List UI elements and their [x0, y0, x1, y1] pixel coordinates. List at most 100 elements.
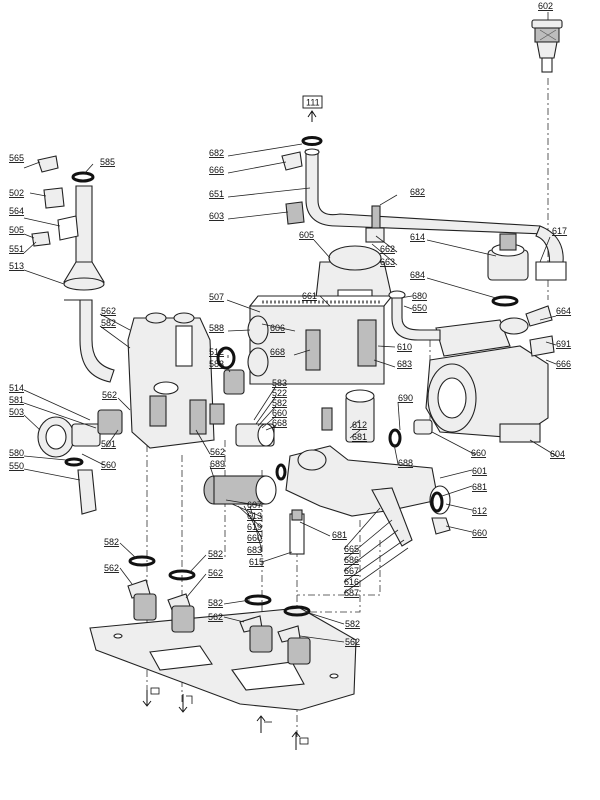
callout-688: 688 — [398, 458, 413, 468]
callout-582-mid: 582 — [272, 398, 287, 408]
callout-580: 580 — [9, 448, 24, 458]
sensor-602 — [531, 19, 563, 73]
callout-686: 686 — [344, 555, 359, 565]
callout-691: 691 — [556, 339, 571, 349]
callout-616: 616 — [344, 577, 359, 587]
callout-582-b1: 582 — [104, 537, 119, 547]
gas-valve-614 — [487, 233, 529, 307]
callout-582-b2: 582 — [208, 549, 223, 559]
mounting-plate — [89, 607, 357, 711]
callout-582-left: 582 — [101, 318, 116, 328]
callout-660-cluster: 660 — [247, 533, 262, 543]
callout-660-right: 660 — [471, 448, 486, 458]
callout-502: 502 — [9, 188, 24, 198]
callout-550: 550 — [9, 461, 24, 471]
callout-689: 689 — [210, 459, 225, 469]
callout-513: 513 — [9, 261, 24, 271]
fan-605 — [315, 245, 393, 303]
callout-668-mid: 668 — [272, 418, 287, 428]
callout-501: 501 — [101, 439, 116, 449]
callout-562-mid: 562 — [102, 390, 117, 400]
callout-667: 667 — [344, 566, 359, 576]
callout-583-top: 583 — [209, 359, 224, 369]
callout-583-mid: 583 — [272, 378, 287, 388]
callout-619: 619 — [247, 522, 262, 532]
filter-689 — [203, 463, 287, 505]
bypass-650 — [388, 290, 441, 341]
callout-612-mid: 612 — [352, 420, 367, 430]
leader-lines — [23, 12, 559, 643]
callout-681-low: 681 — [332, 530, 347, 540]
clips-666-603 — [281, 151, 305, 225]
hydraulic-block-left — [127, 312, 215, 449]
callout-562-low: 562 — [210, 447, 225, 457]
callout-560: 560 — [101, 460, 116, 470]
callout-662: 662 — [380, 244, 395, 254]
callout-582-b4: 582 — [345, 619, 360, 629]
callout-613: 613 — [247, 511, 262, 521]
callout-603: 603 — [209, 211, 224, 221]
reference-box-label: 111 — [306, 98, 320, 108]
callout-582-b3: 582 — [208, 598, 223, 608]
callout-666-top: 666 — [209, 165, 224, 175]
callout-503: 503 — [9, 407, 24, 417]
callout-562-b4: 562 — [345, 637, 360, 647]
bottom-valves — [127, 555, 311, 665]
callout-664: 664 — [556, 306, 571, 316]
callout-684: 684 — [410, 270, 425, 280]
callout-660-low: 660 — [472, 528, 487, 538]
callout-606: 606 — [270, 323, 285, 333]
callout-607: 607 — [247, 500, 262, 510]
callout-668-top: 668 — [270, 347, 285, 357]
callout-666-right: 666 — [556, 359, 571, 369]
callout-650: 650 — [412, 303, 427, 313]
callout-663: 663 — [380, 257, 395, 267]
callout-522: 522 — [272, 388, 287, 398]
callout-562-b1: 562 — [104, 563, 119, 573]
callout-683-right: 683 — [397, 359, 412, 369]
callout-665: 665 — [344, 544, 359, 554]
callout-588: 588 — [209, 323, 224, 333]
callout-564: 564 — [9, 206, 24, 216]
pump-604 — [425, 317, 549, 443]
callout-651: 651 — [209, 189, 224, 199]
flow-symbols — [142, 687, 309, 750]
left-clips — [31, 155, 79, 247]
callout-562-left: 562 — [101, 306, 116, 316]
callout-507: 507 — [209, 292, 224, 302]
heat-exchanger-606 — [247, 295, 394, 385]
callout-612-right: 612 — [472, 506, 487, 516]
callout-610: 610 — [397, 342, 412, 352]
callout-681-right: 681 — [472, 482, 487, 492]
callout-585: 585 — [100, 157, 115, 167]
callout-604: 604 — [550, 449, 565, 459]
callout-614: 614 — [410, 232, 425, 242]
callout-680: 680 — [412, 291, 427, 301]
callout-617: 617 — [552, 226, 567, 236]
callout-514: 514 — [9, 383, 24, 393]
callout-562-b3: 562 — [208, 612, 223, 622]
left-connectors — [37, 409, 123, 515]
callout-labels: 602 682 666 651 682 603 605 614 662 663 … — [9, 1, 571, 647]
callout-682-top: 682 — [209, 148, 224, 158]
callout-512: 512 — [209, 347, 224, 357]
right-fittings — [357, 305, 555, 535]
callout-682-right: 682 — [410, 187, 425, 197]
callout-505: 505 — [9, 225, 24, 235]
callout-601: 601 — [472, 466, 487, 476]
middle-connectors — [209, 346, 275, 447]
callout-690: 690 — [398, 393, 413, 403]
callout-661: 661 — [302, 291, 317, 301]
callout-683-low: 683 — [247, 545, 262, 555]
reference-box-111: 111 — [302, 95, 323, 122]
callout-551: 551 — [9, 244, 24, 254]
callout-681-mid: 681 — [352, 432, 367, 442]
callout-562-b2: 562 — [208, 568, 223, 578]
valve-body-601 — [285, 389, 451, 555]
callout-581: 581 — [9, 395, 24, 405]
callout-565: 565 — [9, 153, 24, 163]
callout-660-mid: 660 — [272, 408, 287, 418]
callout-605: 605 — [299, 230, 314, 240]
callout-687: 687 — [344, 588, 359, 598]
